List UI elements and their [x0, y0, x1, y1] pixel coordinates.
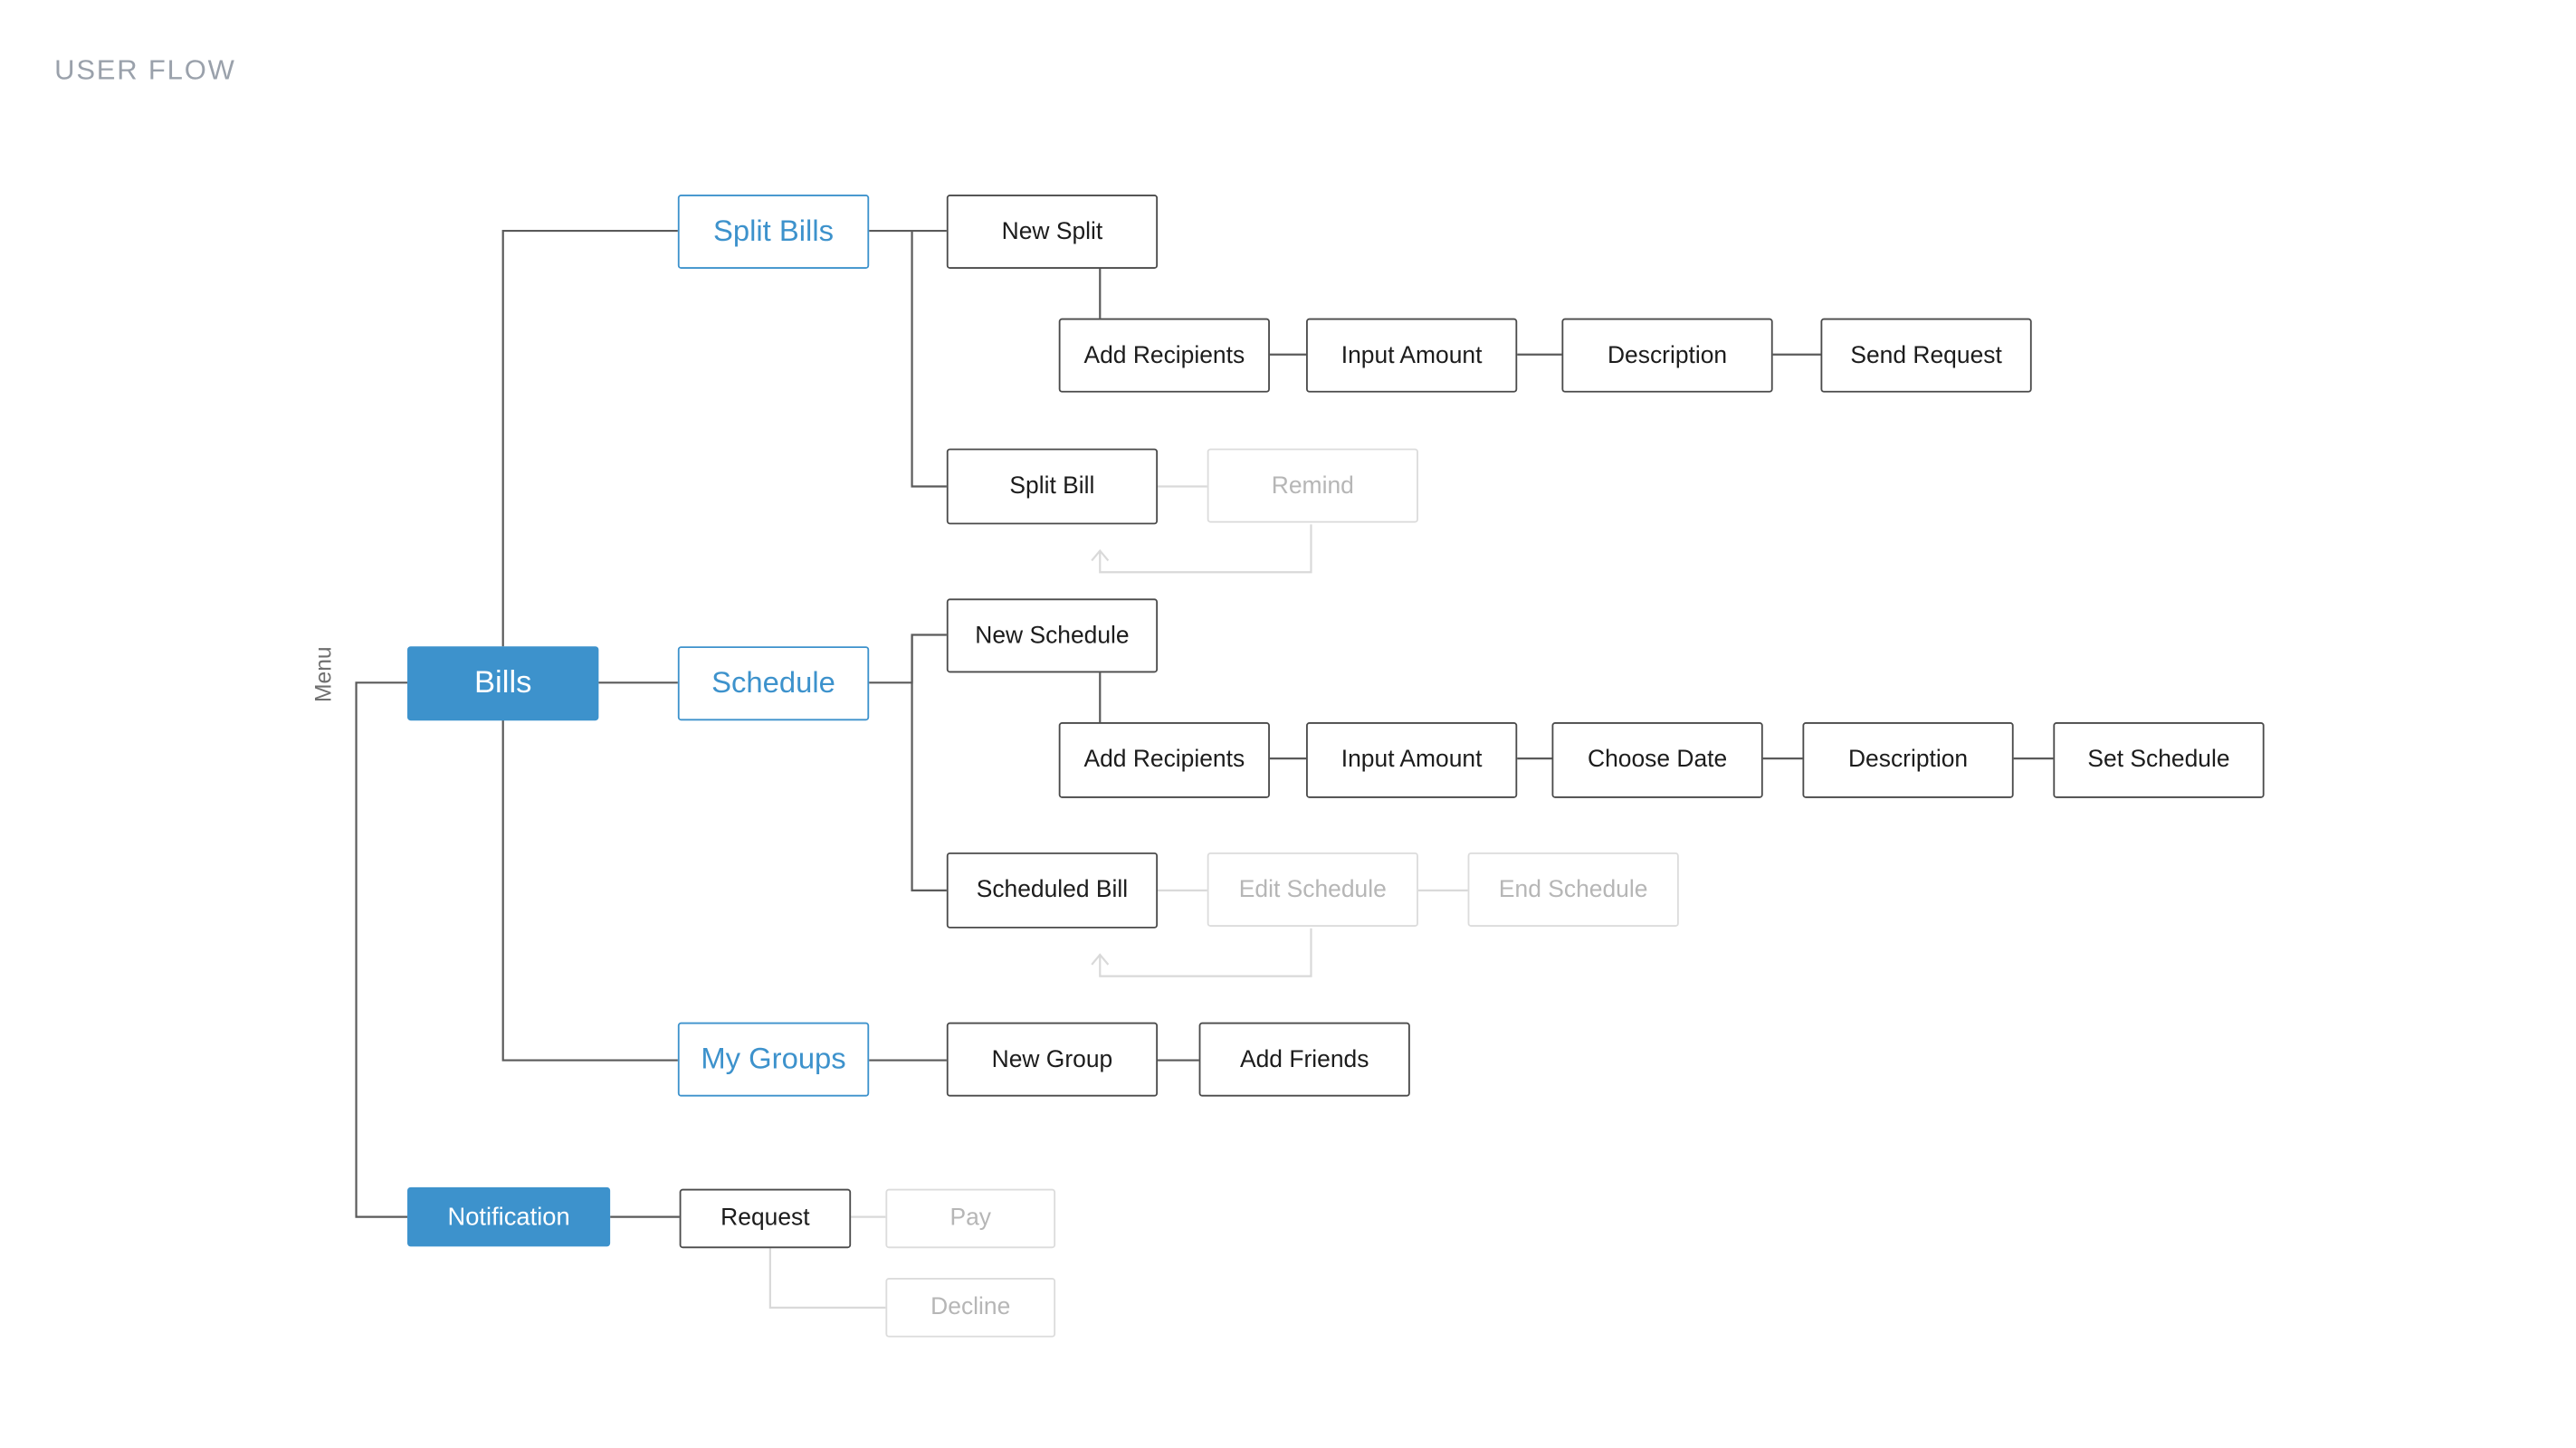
node-add-friends[interactable]: Add Friends: [1198, 1022, 1410, 1097]
connector-menu-bills: [355, 681, 408, 1218]
node-edit-schedule[interactable]: Edit Schedule: [1207, 852, 1418, 927]
connector-schedule-new-schedule: [869, 634, 947, 684]
node-schedule-add-recipients[interactable]: Add Recipients: [1058, 722, 1270, 798]
connector-edit-return: [1099, 928, 1312, 977]
node-split-bill[interactable]: Split Bill: [946, 448, 1159, 525]
node-split-input-amount[interactable]: Input Amount: [1306, 318, 1518, 393]
node-scheduled-bill[interactable]: Scheduled Bill: [946, 852, 1159, 929]
connector-bills-my-groups: [501, 719, 678, 1062]
node-split-add-recipients[interactable]: Add Recipients: [1058, 318, 1270, 393]
node-pay[interactable]: Pay: [885, 1188, 1056, 1249]
node-set-schedule[interactable]: Set Schedule: [2053, 722, 2265, 798]
node-choose-date[interactable]: Choose Date: [1551, 722, 1763, 798]
arrow-edit-return: [1091, 953, 1110, 966]
node-split-bills[interactable]: Split Bills: [677, 194, 870, 269]
node-schedule-description[interactable]: Description: [1802, 722, 2014, 798]
connector-schedule-scheduled-bill: [911, 634, 947, 891]
connector-bills-split-bills: [501, 229, 678, 647]
node-schedule[interactable]: Schedule: [677, 646, 870, 721]
connector-request-decline: [768, 1248, 886, 1309]
node-send-request[interactable]: Send Request: [1820, 318, 2032, 393]
node-split-description[interactable]: Description: [1561, 318, 1773, 393]
node-request[interactable]: Request: [679, 1188, 852, 1249]
node-my-groups[interactable]: My Groups: [677, 1022, 870, 1097]
node-bills[interactable]: Bills: [407, 646, 599, 721]
page-title: USER FLOW: [54, 54, 236, 86]
node-new-schedule[interactable]: New Schedule: [946, 598, 1159, 673]
node-new-group[interactable]: New Group: [946, 1022, 1159, 1097]
node-new-split[interactable]: New Split: [946, 194, 1159, 269]
node-end-schedule[interactable]: End Schedule: [1467, 852, 1679, 927]
node-schedule-input-amount[interactable]: Input Amount: [1306, 722, 1518, 798]
node-decline[interactable]: Decline: [885, 1278, 1056, 1338]
connector-split-bills-split-bill: [911, 231, 947, 488]
node-notification[interactable]: Notification: [407, 1186, 611, 1247]
connector-remind-return: [1099, 524, 1312, 574]
arrow-remind-return: [1091, 548, 1110, 562]
node-remind[interactable]: Remind: [1207, 448, 1418, 523]
menu-label: Menu: [310, 646, 336, 702]
